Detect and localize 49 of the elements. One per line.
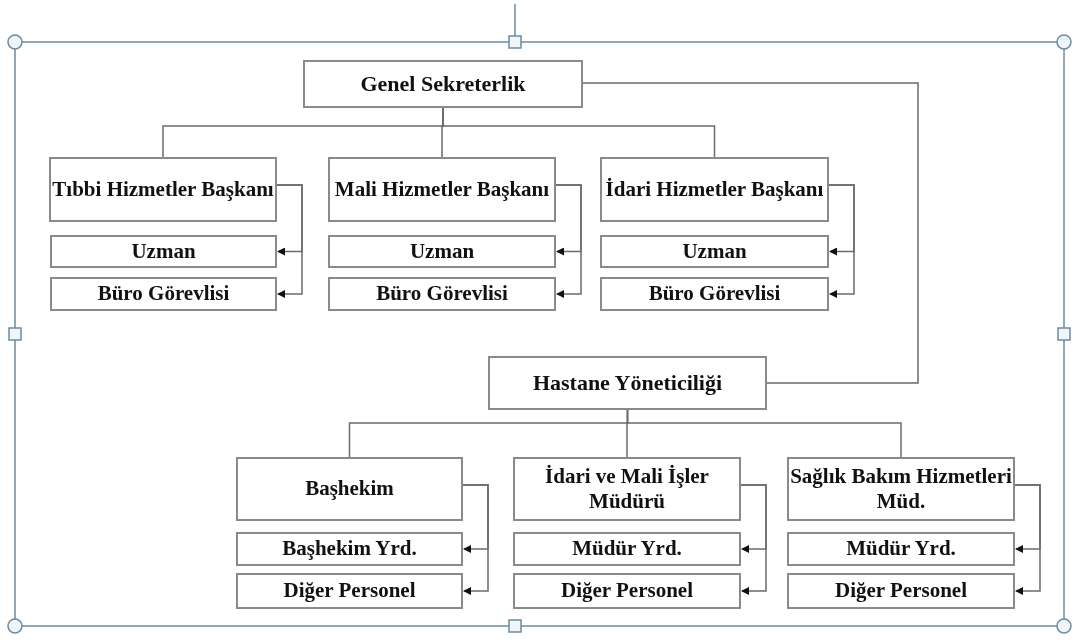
org-box (328, 157, 556, 222)
org-box (50, 277, 277, 311)
arrow (555, 184, 582, 298)
org-box (328, 277, 556, 311)
box-label: Müdür Yrd. (846, 536, 956, 562)
org-box (600, 157, 829, 222)
box-label: Büro Görevlisi (97, 281, 230, 307)
box-label: Büro Görevlisi (376, 281, 508, 307)
org-box (600, 277, 829, 311)
arrow (276, 184, 303, 298)
org-box (328, 235, 556, 268)
org-box (236, 457, 463, 521)
arrow (828, 184, 855, 298)
box-label: Uzman (682, 238, 747, 265)
box-label: Uzman (409, 238, 475, 265)
org-box (236, 532, 463, 566)
box-label: Büro Görevlisi (648, 281, 781, 307)
box-label: Başhekim Yrd. (282, 536, 417, 562)
arrow (740, 484, 767, 595)
org-box (236, 573, 463, 609)
box-label: Diğer Personel (835, 578, 967, 604)
arrow (462, 484, 489, 595)
box-label: Müdür Yrd. (572, 536, 682, 562)
arrow (1014, 484, 1041, 595)
box-label: Diğer Personel (283, 578, 416, 604)
box-label: Başhekim (305, 476, 394, 502)
org-box (50, 235, 277, 268)
box-label: Mali Hizmetler Başkanı (334, 176, 550, 203)
org-box (303, 60, 583, 108)
box-label: Sağlık Bakım Hizmetleri Müd. (789, 463, 1013, 515)
box-label: Diğer Personel (561, 578, 693, 604)
org-box (787, 573, 1015, 609)
box-label: Genel Sekreterlik (360, 70, 526, 98)
connector-line (582, 82, 919, 384)
connector-line (626, 409, 902, 458)
box-label: Tıbbi Hizmetler Başkanı (52, 176, 274, 203)
org-box (600, 235, 829, 268)
box-label: Hastane Yöneticiliği (532, 369, 723, 397)
org-box (787, 457, 1015, 521)
org-box (49, 157, 277, 222)
org-box (513, 573, 741, 609)
org-box (787, 532, 1015, 566)
box-label: İdari Hizmetler Başkanı (605, 176, 824, 203)
org-box (513, 532, 741, 566)
connector-line (442, 107, 716, 158)
box-label: İdari ve Mali İşler Müdürü (544, 463, 710, 515)
box-label: Uzman (131, 238, 196, 265)
org-box (513, 457, 741, 521)
org-box (488, 356, 767, 410)
